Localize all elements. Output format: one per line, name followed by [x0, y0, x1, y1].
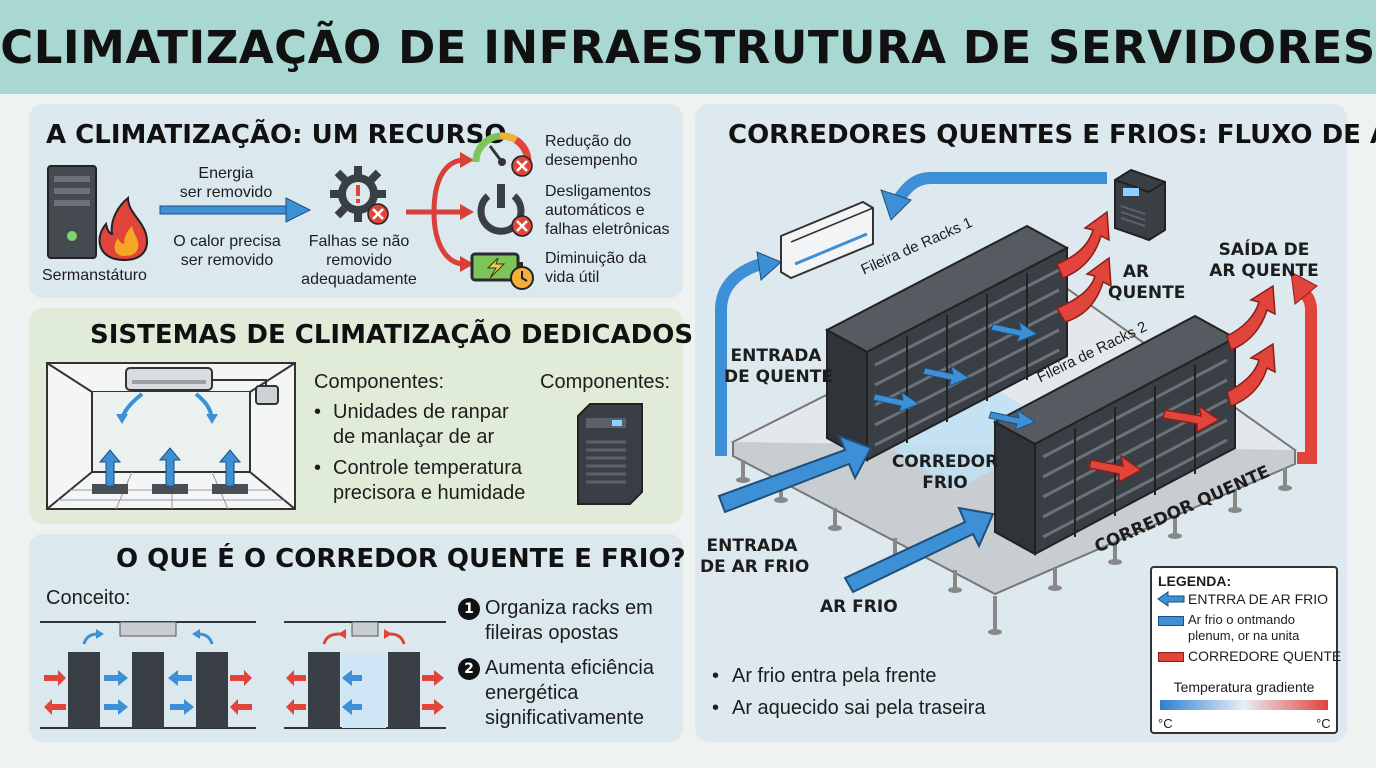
concept-diagram-basic [40, 621, 256, 729]
legend-box: LEGENDA: ENTRRA DE AR FRIO Ar frio o ont… [1150, 566, 1342, 734]
legend-hot-swatch [1158, 652, 1184, 662]
legend-item-1: ENTRRA DE AR FRIO [1188, 591, 1329, 607]
battery-clock-icon [470, 252, 534, 290]
components-heading: Componentes: [314, 371, 445, 393]
page-title: CLIMATIZAÇÃO DE INFRAESTRUTURA DE SERVID… [0, 20, 1376, 74]
legend-gradient-label: Temperatura gradiente [1173, 679, 1315, 695]
legend-item-2: Ar frio o ontmando plenum, or na unita [1188, 612, 1300, 643]
energy-arrow [159, 197, 312, 223]
legend-cold-arrow-icon [1157, 591, 1185, 607]
cold-corridor-label: CORREDOR FRIO [891, 452, 999, 493]
cold-inlet-label: ENTRADA DE AR FRIO [700, 536, 810, 577]
bullet-dot: • [314, 457, 322, 479]
temperature-gradient-bar [1160, 700, 1328, 710]
bullet-dot: • [712, 697, 720, 719]
bullet-dot: • [712, 665, 720, 687]
component-bullet-1: Unidades de ranpar de manlaçar de ar [333, 401, 509, 448]
outcome-lifespan: Diminuição da vida útil [545, 250, 647, 286]
bullet-dot: • [314, 401, 322, 423]
airflow-bullet-2: Ar aquecido sai pela traseira [732, 697, 986, 719]
concept-label: Conceito: [46, 587, 131, 609]
dedicated-title: SISTEMAS DE CLIMATIZAÇÃO DEDICADOS [90, 320, 694, 350]
server-fire-icon [47, 165, 148, 262]
page-header: CLIMATIZAÇÃO DE INFRAESTRUTURA DE SERVID… [0, 0, 1376, 94]
airflow-title: CORREDORES QUENTES E FRIOS: FLUXO DE AR [728, 120, 1376, 150]
legend-scale-right: °C [1316, 716, 1331, 731]
legend-cold-swatch [1158, 616, 1184, 626]
concept-diagram-aisle [284, 621, 446, 729]
energy-label: Energia ser removido [179, 165, 273, 201]
airflow-diagram [715, 168, 1318, 635]
concept-title: O QUE É O CORREDOR QUENTE E FRIO? [116, 544, 686, 574]
gear-warning-icon [330, 166, 389, 225]
legend-scale-left: °C [1158, 716, 1173, 731]
legend-title: LEGENDA: [1158, 573, 1232, 589]
point-number-1: 1 [458, 598, 480, 620]
failure-label: Falhas se não removido adequadamente [301, 233, 417, 288]
gauge-icon [472, 132, 533, 177]
outcome-performance: Redução do desempenho [545, 133, 638, 169]
hot-inlet-label: ENTRADA DE QUENTE [724, 346, 833, 387]
hot-air-label: AR QUENTE [1108, 262, 1186, 303]
room-cooling-diagram [46, 362, 296, 510]
point-text-2: Aumenta eficiência energética significat… [485, 657, 654, 729]
legend-item-3: CORREDORE QUENTE [1188, 648, 1342, 664]
point-number-2: 2 [458, 658, 480, 680]
components-heading-2: Componentes: [540, 371, 671, 393]
point-text-1: Organiza racks em fileiras opostas [485, 597, 653, 644]
outcome-shutdowns: Desligamentos automáticos e falhas eletr… [545, 183, 670, 238]
resource-title: A CLIMATIZAÇÃO: UM RECURSO [46, 120, 507, 150]
heat-label: O calor precisa ser removido [173, 233, 281, 269]
hot-exit-label: SAÍDA DE AR QUENTE [1209, 240, 1319, 281]
cold-air-label: AR FRIO [820, 597, 898, 617]
component-bullet-2: Controle temperatura precisora e humidad… [333, 457, 526, 504]
airflow-bullet-1: Ar frio entra pela frente [732, 665, 937, 687]
power-icon [477, 184, 533, 237]
server-label: Sermanstáturo [42, 267, 147, 284]
cooling-unit-icon [577, 403, 643, 505]
branch-arrows [406, 152, 474, 272]
